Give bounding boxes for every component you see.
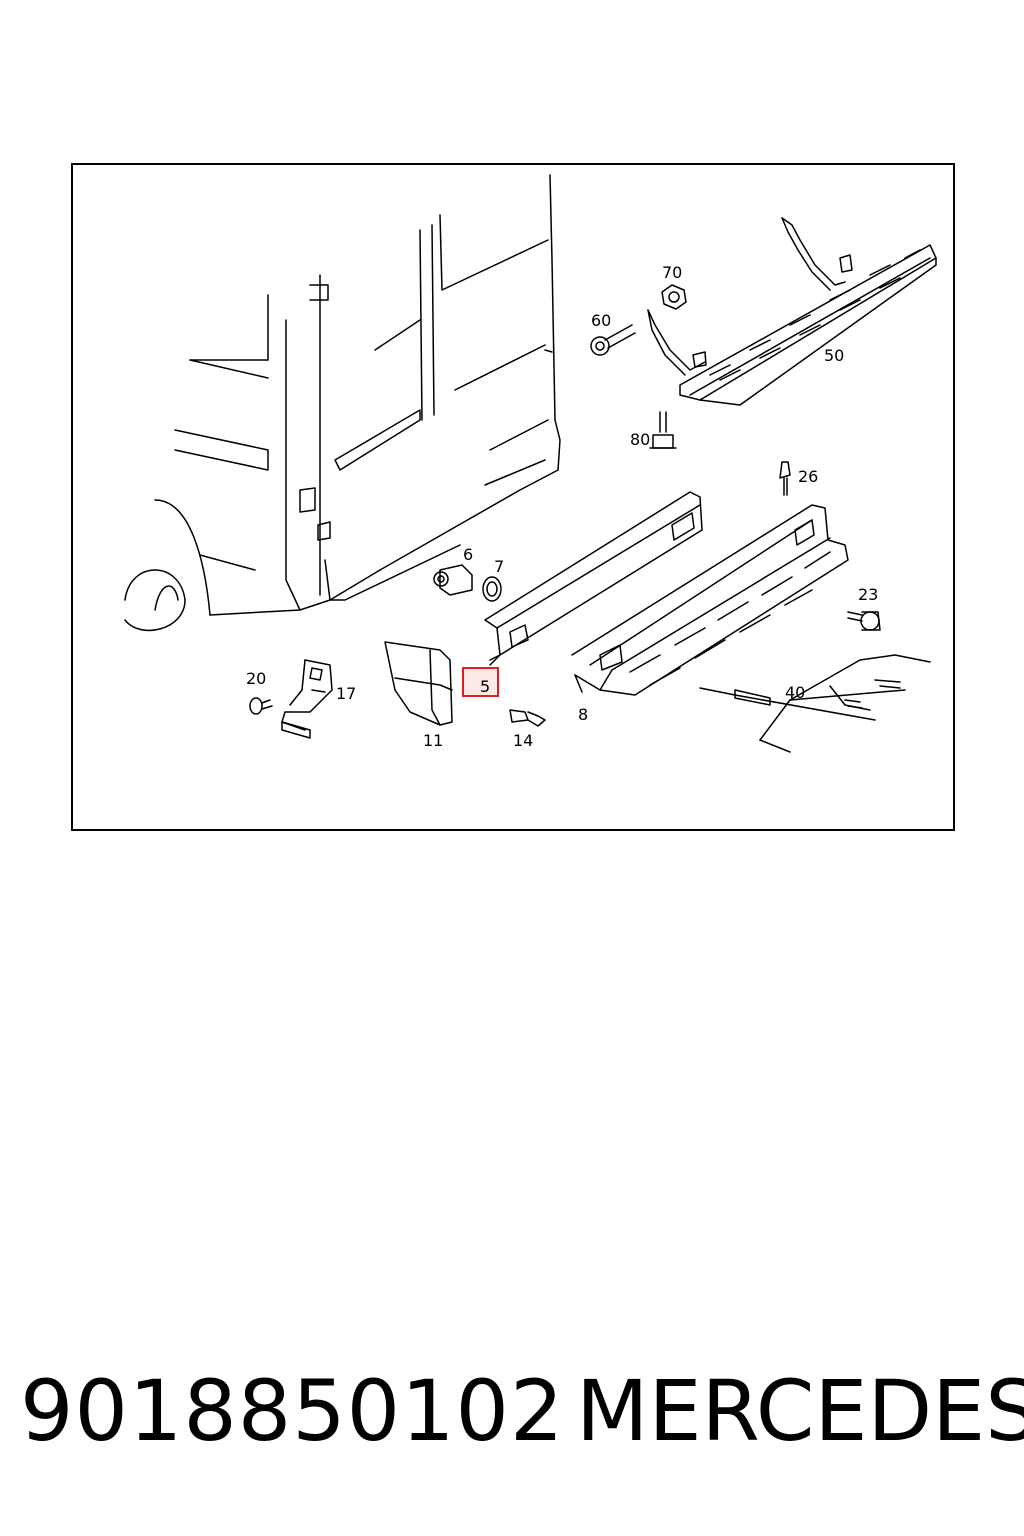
label-80: 80 [630, 430, 650, 449]
part-17-bracket [281, 659, 333, 739]
brand-name: MERCEDES [576, 1362, 1024, 1460]
part-80-bolt [649, 411, 677, 449]
label-7: 7 [494, 557, 504, 576]
label-11: 11 [423, 731, 443, 750]
label-14: 14 [513, 731, 533, 750]
label-40: 40 [785, 683, 805, 702]
part-70-nut [661, 284, 687, 310]
part-26-clip [779, 461, 791, 496]
label-6: 6 [463, 545, 473, 564]
part-6-sensor [433, 564, 473, 596]
part-7-ring [482, 576, 502, 602]
label-8: 8 [578, 705, 588, 724]
footer: 9018850102 MERCEDES [20, 1362, 1024, 1472]
part-14-clip [509, 709, 546, 727]
label-20: 20 [246, 669, 266, 688]
part-50-step [647, 217, 937, 406]
diagram-frame [71, 163, 955, 831]
parts-diagram: 5 6 7 8 11 14 17 20 23 26 40 50 60 70 80 [124, 174, 937, 753]
part-60-bolt [590, 324, 636, 356]
label-60: 60 [591, 311, 611, 330]
label-50: 50 [824, 346, 844, 365]
part-number: 9018850102 [20, 1362, 565, 1460]
highlight-box [462, 667, 499, 697]
label-17: 17 [336, 684, 356, 703]
part-8-board [571, 504, 849, 696]
label-23: 23 [858, 585, 878, 604]
van-body [124, 174, 561, 632]
part-23-bolt [847, 611, 881, 631]
label-26: 26 [798, 467, 818, 486]
label-70: 70 [662, 263, 682, 282]
part-11-cap [384, 641, 453, 726]
label-5: 5 [480, 677, 490, 696]
part-20-clip [249, 697, 273, 715]
part-40-harness [699, 654, 931, 753]
